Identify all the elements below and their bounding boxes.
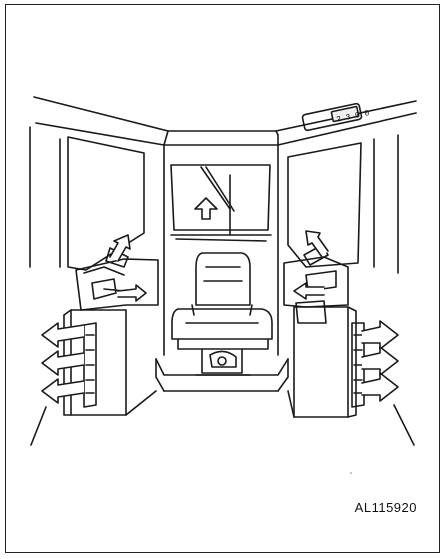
speck [350, 472, 351, 473]
left-console [31, 248, 158, 445]
figure-code: AL115920 [355, 500, 417, 515]
front-windshield [171, 165, 271, 241]
forward-arrow-icon [195, 198, 217, 219]
left-vent-arrows [42, 235, 146, 403]
figure-frame: 2 3 0 0 [5, 4, 440, 553]
right-side-window [288, 135, 398, 273]
left-side-window [30, 127, 144, 270]
right-vent-arrows [294, 231, 398, 401]
cab-floor [126, 359, 294, 417]
cab-interior-illustration: 2 3 0 0 [6, 5, 441, 554]
operator-seat [172, 253, 272, 375]
right-console [284, 245, 414, 445]
